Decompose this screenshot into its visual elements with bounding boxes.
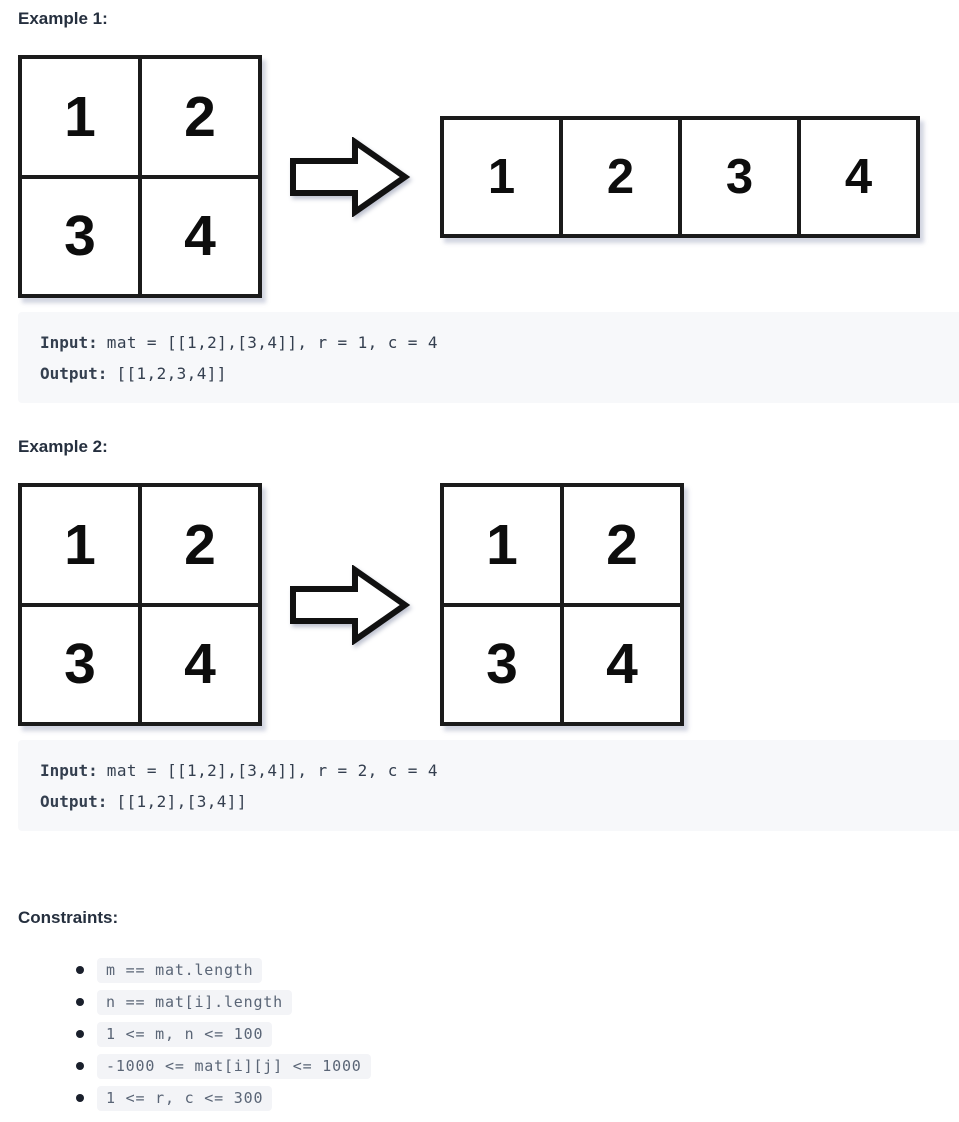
output-label: Output: xyxy=(40,792,108,811)
example1-input-matrix: 1 2 3 4 xyxy=(18,55,262,298)
output-label: Output: xyxy=(40,364,108,383)
matrix-cell: 1 xyxy=(20,57,140,177)
matrix-cell: 2 xyxy=(562,485,682,605)
matrix-cell: 3 xyxy=(20,604,140,724)
constraint-item: -1000 <= mat[i][j] <= 1000 xyxy=(76,1050,959,1082)
output-value: [[1,2],[3,4]] xyxy=(116,792,247,811)
constraint-code: -1000 <= mat[i][j] <= 1000 xyxy=(97,1053,371,1079)
constraint-item: m == mat.length xyxy=(76,954,959,986)
matrix-cell: 4 xyxy=(799,117,918,236)
matrix-cell: 2 xyxy=(140,485,260,605)
input-label: Input: xyxy=(40,333,98,352)
example2-input-line: Input: mat = [[1,2],[3,4]], r = 2, c = 4 xyxy=(40,755,937,786)
matrix-cell: 3 xyxy=(680,117,799,236)
matrix-cell: 4 xyxy=(140,604,260,724)
constraint-code: 1 <= r, c <= 300 xyxy=(97,1085,273,1111)
constraint-code: m == mat.length xyxy=(97,957,263,983)
example2-input-matrix: 1 2 3 4 xyxy=(18,483,262,726)
matrix-cell: 4 xyxy=(140,176,260,296)
matrix-cell: 4 xyxy=(562,604,682,724)
constraint-code: 1 <= m, n <= 100 xyxy=(97,1021,273,1047)
constraints-list: m == mat.length n == mat[i].length 1 <= … xyxy=(18,954,959,1114)
example2-heading: Example 2: xyxy=(18,437,108,456)
example2-output-matrix: 1 2 3 4 xyxy=(440,483,684,726)
example1-io-block: Input:mat = [[1,2],[3,4]], r = 1, c = 4 … xyxy=(18,312,959,403)
bullet-icon xyxy=(76,1030,84,1038)
matrix-cell: 2 xyxy=(140,57,260,177)
matrix-cell: 2 xyxy=(561,117,680,236)
output-value: [[1,2,3,4]] xyxy=(116,364,227,383)
example2-figure: 1 2 3 4 1 2 3 4 xyxy=(18,483,959,726)
constraint-item: 1 <= m, n <= 100 xyxy=(76,1018,959,1050)
example2-io-block: Input:mat = [[1,2],[3,4]], r = 2, c = 4 … xyxy=(18,740,959,831)
example1-input-line: Input: mat = [[1,2],[3,4]], r = 1, c = 4 xyxy=(40,327,937,358)
example1-output-line: Output: [[1,2,3,4]] xyxy=(40,358,937,389)
example1-heading: Example 1: xyxy=(18,9,108,28)
input-value: mat = [[1,2],[3,4]], r = 2, c = 4 xyxy=(106,761,438,780)
example1-output-matrix: 1 2 3 4 xyxy=(440,115,920,238)
bullet-icon xyxy=(76,966,84,974)
matrix-cell: 1 xyxy=(442,117,561,236)
matrix-cell: 3 xyxy=(442,604,562,724)
matrix-cell: 1 xyxy=(442,485,562,605)
matrix-cell: 3 xyxy=(20,176,140,296)
right-arrow-icon xyxy=(289,136,411,217)
matrix-cell: 1 xyxy=(20,485,140,605)
right-arrow-icon xyxy=(289,564,411,645)
bullet-icon xyxy=(76,998,84,1006)
example1-figure: 1 2 3 4 1 2 3 4 xyxy=(18,55,959,298)
constraint-code: n == mat[i].length xyxy=(97,989,292,1015)
example2-output-line: Output: [[1,2],[3,4]] xyxy=(40,786,937,817)
input-label: Input: xyxy=(40,761,98,780)
constraints-heading: Constraints: xyxy=(18,908,119,927)
bullet-icon xyxy=(76,1062,84,1070)
bullet-icon xyxy=(76,1094,84,1102)
input-value: mat = [[1,2],[3,4]], r = 1, c = 4 xyxy=(106,333,438,352)
constraint-item: 1 <= r, c <= 300 xyxy=(76,1082,959,1114)
constraint-item: n == mat[i].length xyxy=(76,986,959,1018)
